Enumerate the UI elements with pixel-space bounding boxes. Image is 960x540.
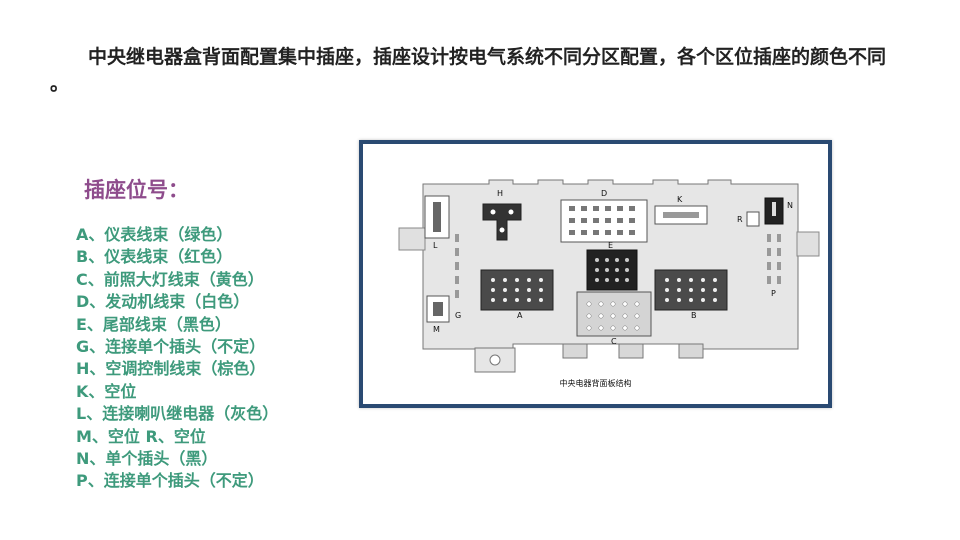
- bottom-clip-1: [562, 343, 588, 359]
- connector-k-pins: [663, 212, 699, 218]
- legend-item-p: P、连接单个插头（不定）: [76, 471, 264, 491]
- diagram-caption: 中央电器背面板结构: [559, 379, 632, 388]
- connector-d-pins: [569, 206, 635, 235]
- bottom-clip-3: [678, 343, 704, 359]
- connector-n-pin: [772, 202, 776, 216]
- legend-item-c: C、前照大灯线束（黄色）: [76, 269, 264, 289]
- connector-l-pins: [433, 202, 441, 232]
- connector-h-pin-3: [499, 227, 505, 233]
- connector-e: [586, 249, 638, 291]
- diagram-label-e: E: [608, 241, 613, 250]
- connector-legend: A、仪表线束（绿色） B、仪表线束（红色） C、前照大灯线束（黄色） D、发动机…: [76, 224, 278, 493]
- connector-g-pin-3: [455, 262, 459, 270]
- left-peg: [398, 227, 426, 251]
- connector-h-pin-1: [490, 209, 496, 215]
- diagram-label-r: R: [737, 215, 743, 224]
- diagram-label-k: K: [677, 195, 683, 204]
- connector-e-pins: [595, 258, 629, 282]
- legend-item-b: B、仪表线束（红色）: [76, 247, 233, 267]
- connector-b-pins: [665, 278, 717, 302]
- connector-c-pins: [586, 301, 640, 331]
- bottom-clip-2: [618, 343, 644, 359]
- connector-g-pin-1: [455, 234, 459, 242]
- legend-item-g: G、连接单个插头（不定）: [76, 337, 266, 357]
- connector-h-pin-2: [508, 209, 514, 215]
- connector-g-pin-5: [455, 290, 459, 298]
- intro-paragraph: 中央继电器盒背面配置集中插座，插座设计按电气系统不同分区配置，各个区位插座的颜色…: [50, 46, 887, 95]
- connector-g-pin-4: [455, 276, 459, 284]
- connector-p-pins: [767, 234, 781, 284]
- legend-item-d: D、发动机线束（白色）: [76, 292, 250, 312]
- legend-item-l: L、连接喇叭继电器（灰色）: [76, 404, 279, 424]
- connector-list-title: 插座位号：: [84, 178, 189, 202]
- diagram-label-n: N: [787, 201, 793, 210]
- diagram-label-g: G: [455, 311, 461, 320]
- legend-item-m-r: M、空位 R、空位: [76, 426, 206, 446]
- connector-r: [746, 211, 760, 227]
- diagram-label-p: P: [771, 289, 776, 298]
- relay-box-back-panel: H D K R N L G M E A B C P: [398, 179, 820, 373]
- diagram-label-m: M: [433, 325, 440, 334]
- legend-item-n: N、单个插头（黑）: [76, 449, 218, 469]
- connector-a-pins: [491, 278, 543, 302]
- connector-g-pin-2: [455, 248, 459, 256]
- diagram-label-b: B: [691, 311, 697, 320]
- legend-item-h: H、空调控制线束（棕色）: [76, 359, 266, 379]
- legend-item-a: A、仪表线束（绿色）: [76, 225, 233, 244]
- connector-m-pins: [433, 302, 443, 316]
- diagram-label-c: C: [611, 337, 617, 346]
- relay-box-diagram: H D K R N L G M E A B C P 中央电器背面板结构: [359, 140, 832, 408]
- diagram-label-d: D: [601, 189, 607, 198]
- bottom-tab-hole: [489, 354, 501, 366]
- legend-item-e: E、尾部线束（黑色）: [76, 314, 231, 334]
- diagram-label-h: H: [497, 189, 503, 198]
- legend-item-k: K、空位: [76, 381, 137, 401]
- diagram-label-a: A: [517, 311, 523, 320]
- diagram-label-l: L: [433, 241, 438, 250]
- right-peg: [796, 231, 820, 257]
